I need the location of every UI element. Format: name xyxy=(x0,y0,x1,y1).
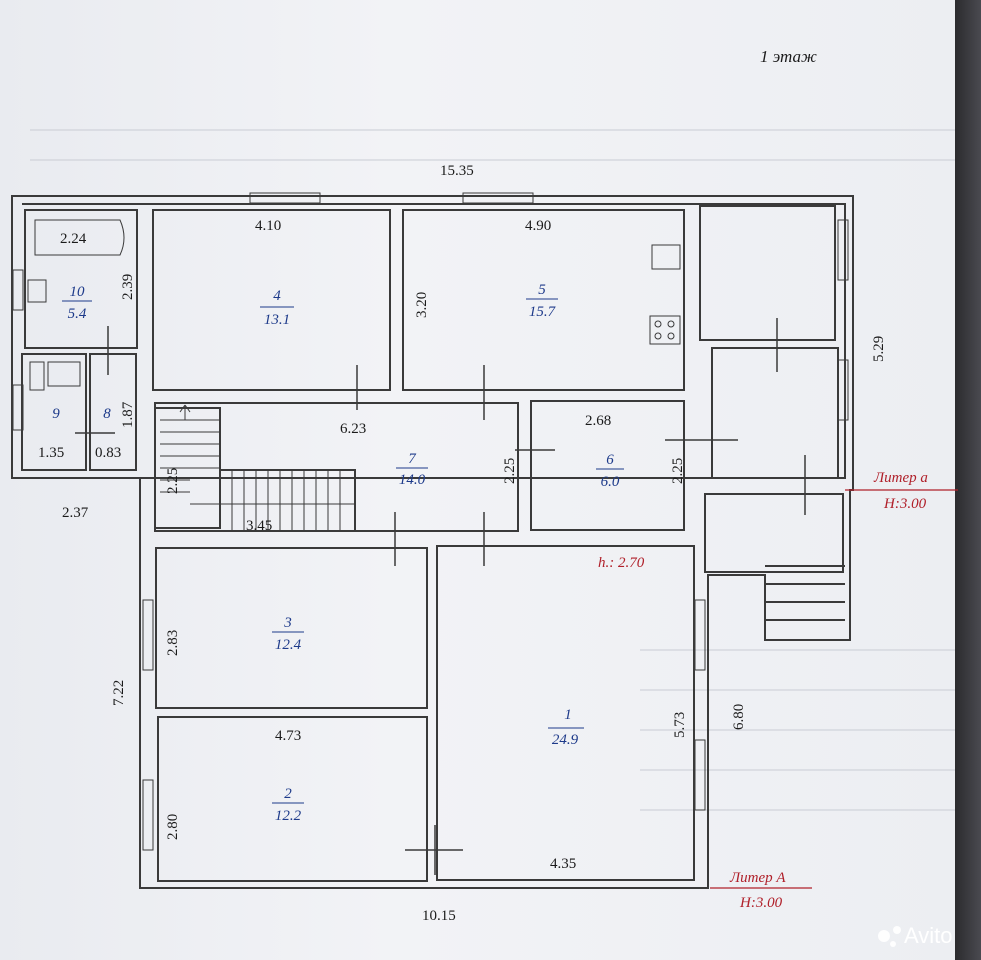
liter-leaders xyxy=(710,489,958,889)
liter-small-label: Литер а xyxy=(873,470,928,486)
avito-watermark: Avito xyxy=(878,923,953,948)
room-4-area: 13.1 xyxy=(264,312,290,328)
kitchen-sink-icon xyxy=(651,244,681,270)
room-10-area: 5.4 xyxy=(68,306,87,322)
room-5-number: 5 xyxy=(538,282,546,298)
dim-top-total: 15.35 xyxy=(440,163,474,179)
dim-left-total: 7.22 xyxy=(111,680,127,706)
page-edge-shadow xyxy=(955,0,981,960)
liter-big-label: Литер А xyxy=(729,870,786,886)
liter-small-height: H:3.00 xyxy=(883,496,927,512)
room-9-number: 9 xyxy=(52,406,60,422)
dim-r6-width: 2.68 xyxy=(585,413,611,429)
room-6-number: 6 xyxy=(606,452,614,468)
dim-r8-width: 0.83 xyxy=(95,445,121,461)
sink-icon xyxy=(29,361,45,391)
room-2-number: 2 xyxy=(284,786,292,802)
room-6-area: 6.0 xyxy=(601,474,620,490)
room-7-number: 7 xyxy=(408,451,417,467)
stair-steps xyxy=(160,404,355,530)
stove-icon xyxy=(649,315,681,345)
liter-big-height: H:3.00 xyxy=(739,895,783,911)
toilet-icon xyxy=(27,279,47,303)
doors xyxy=(75,318,806,875)
dim-r8-height: 1.87 xyxy=(120,401,136,428)
dim-left-mid: 2.37 xyxy=(62,505,89,521)
room-10-number: 10 xyxy=(70,284,86,300)
dim-r3-height: 2.83 xyxy=(165,630,181,656)
walls xyxy=(11,195,854,889)
dim-r4-width: 4.10 xyxy=(255,218,281,234)
room-3-number: 3 xyxy=(283,615,292,631)
dim-r5-height: 3.20 xyxy=(414,292,430,318)
room-5-area: 15.7 xyxy=(529,304,557,320)
dim-r1-height: 5.73 xyxy=(672,712,688,738)
bathtub-icon xyxy=(34,219,125,256)
ceiling-height-label: h.: 2.70 xyxy=(598,555,645,571)
dim-bottom-total: 10.15 xyxy=(422,908,456,924)
dim-right-upper: 5.29 xyxy=(871,336,887,362)
room-1-area: 24.9 xyxy=(552,732,579,748)
dim-bath-height: 2.39 xyxy=(120,274,136,300)
dim-r23-width: 4.73 xyxy=(275,728,301,744)
dim-r9-width: 1.35 xyxy=(38,445,64,461)
background-grid xyxy=(30,129,955,811)
dim-r6-height: 2.25 xyxy=(670,458,686,484)
room-3-area: 12.4 xyxy=(275,637,302,653)
avito-logo-icon xyxy=(878,930,890,942)
dim-stair-height: 2.25 xyxy=(165,468,181,494)
room-4-number: 4 xyxy=(273,288,281,304)
floor-title: 1 этаж xyxy=(760,47,817,66)
dim-stair-width: 3.45 xyxy=(246,518,272,534)
windows xyxy=(12,192,849,851)
room-8-number: 8 xyxy=(103,406,111,422)
dim-r5-width: 4.90 xyxy=(525,218,551,234)
room-2-area: 12.2 xyxy=(275,808,302,824)
dim-right-total: 6.80 xyxy=(731,704,747,730)
dim-hall-height: 2.25 xyxy=(502,458,518,484)
room-7-area: 14.0 xyxy=(399,472,426,488)
fixtures xyxy=(27,219,681,391)
avito-text: Avito xyxy=(904,923,953,948)
dim-r2-height: 2.80 xyxy=(165,814,181,840)
dim-hall-width: 6.23 xyxy=(340,421,366,437)
room-1-number: 1 xyxy=(564,707,572,723)
dim-r1-width: 4.35 xyxy=(550,856,576,872)
dim-bath-width: 2.24 xyxy=(60,231,87,247)
